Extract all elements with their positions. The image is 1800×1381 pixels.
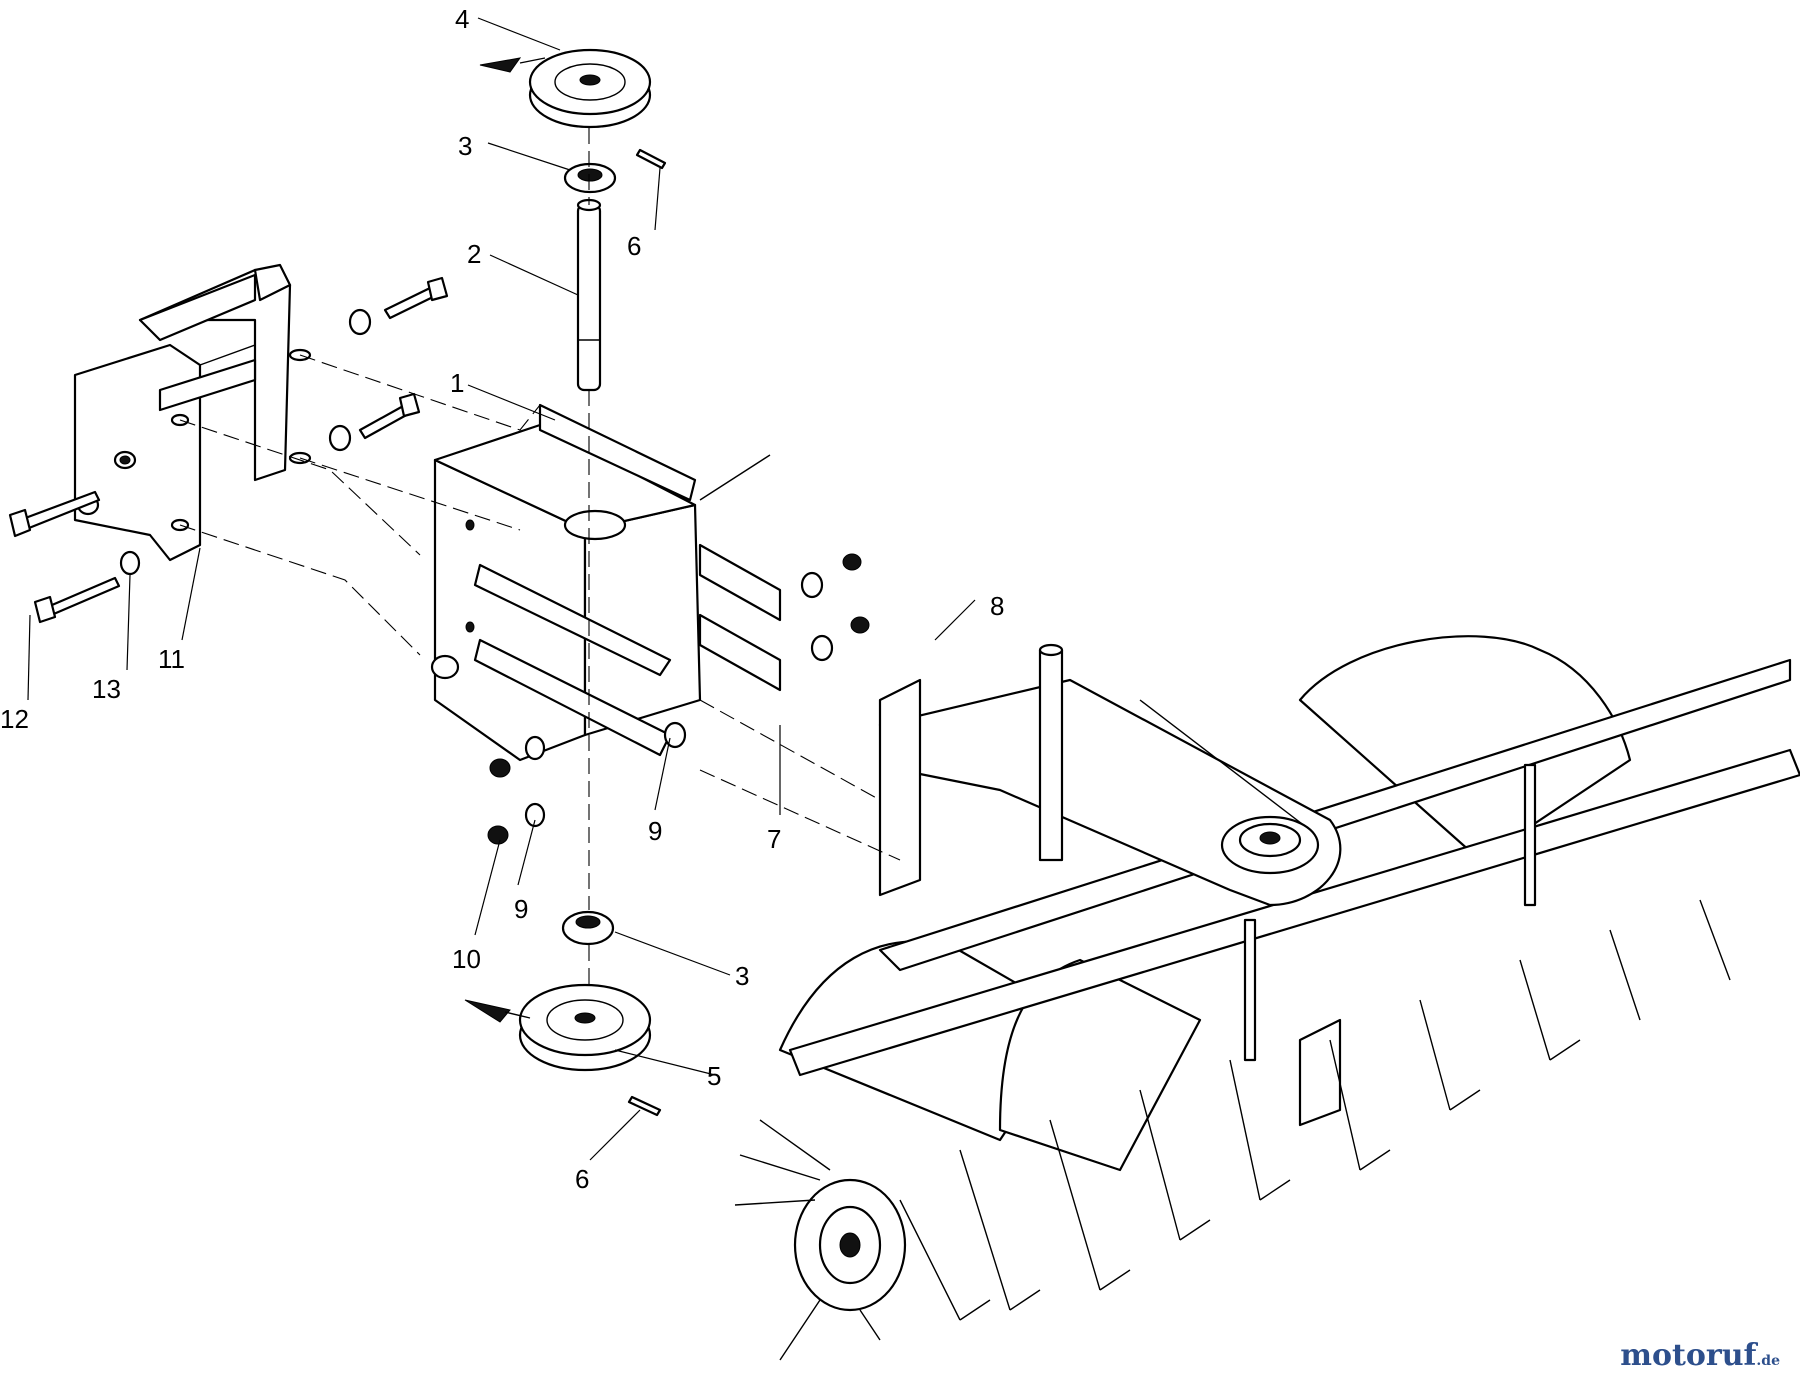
callout-7: 7 [767, 824, 781, 854]
callout-6-upper: 6 [627, 231, 641, 261]
callout-6-lower: 6 [575, 1164, 589, 1194]
callout-4: 4 [455, 4, 469, 34]
callout-8: 8 [990, 591, 1004, 621]
callout-9-right: 9 [648, 816, 662, 846]
brush-assembly [734, 635, 1800, 1361]
callout-1: 1 [450, 368, 464, 398]
callout-5: 5 [707, 1061, 721, 1091]
leader-lines [27, 17, 976, 1161]
callout-3-upper: 3 [458, 131, 472, 161]
gearbox-housing [430, 403, 870, 845]
drive-shaft [576, 198, 602, 392]
callout-13: 13 [92, 674, 121, 704]
callout-12: 12 [0, 704, 29, 734]
callout-10: 10 [452, 944, 481, 974]
callout-2: 2 [467, 239, 481, 269]
callout-11: 11 [158, 644, 185, 674]
upper-pulley [479, 48, 667, 194]
callout-9-left: 9 [514, 894, 528, 924]
watermark-logo: motoruf.de [1620, 1338, 1780, 1373]
mounting-bracket [8, 263, 449, 624]
lower-pulley [464, 910, 662, 1117]
callout-3-lower: 3 [735, 961, 749, 991]
assembly-lines [179, 128, 901, 985]
callout-labels: 4 3 6 2 1 8 11 13 12 9 7 9 10 3 5 6 [0, 4, 1004, 1194]
